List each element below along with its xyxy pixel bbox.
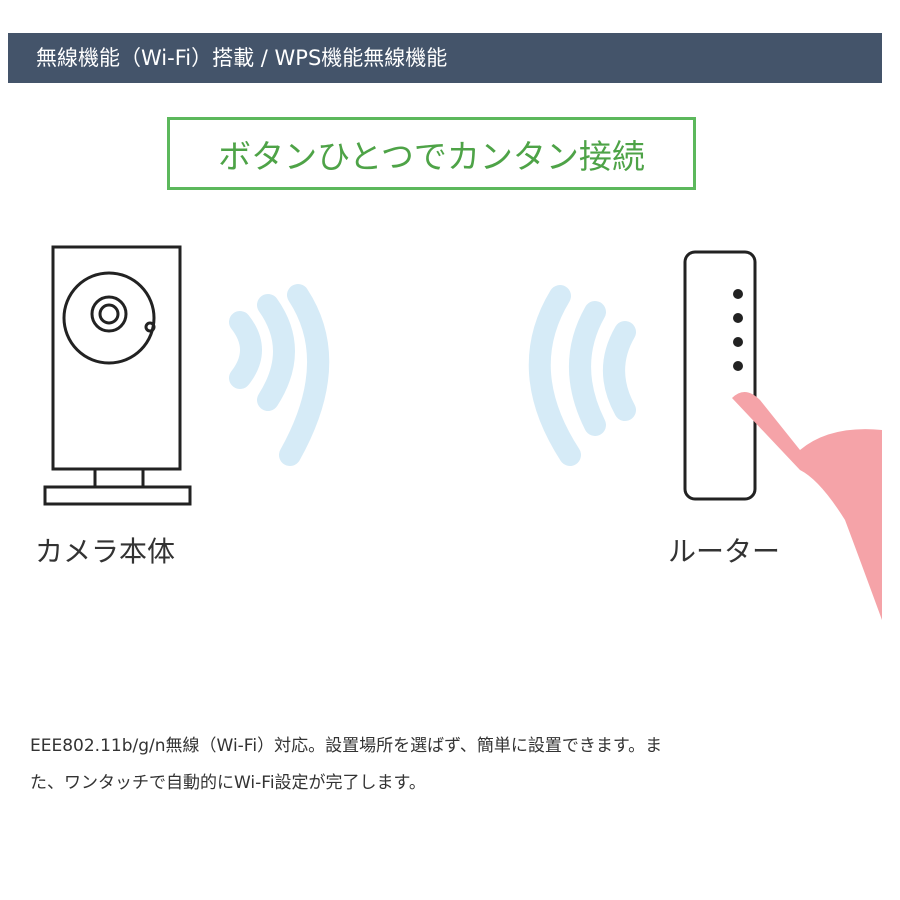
description-line-2: た、ワンタッチで自動的にWi-Fi設定が完了します。 [30,773,426,793]
section-header: 無線機能（Wi-Fi）搭載 / WPS機能無線機能 [8,33,882,83]
camera-label: カメラ本体 [35,535,176,568]
tagline-box: ボタンひとつでカンタン接続 [167,117,696,190]
hand-icon [732,391,882,620]
router-icon [683,250,757,501]
description: EEE802.11b/g/n無線（Wi-Fi）対応。設置場所を選ばず、簡単に設置… [30,728,880,802]
wifi-waves-right-icon [528,285,636,466]
wps-illustration [43,245,882,620]
router-label: ルーター [668,535,781,568]
wifi-waves-left-icon [229,284,330,466]
tagline-text: ボタンひとつでカンタン接続 [218,136,645,176]
camera-icon [43,245,192,506]
description-line-1: EEE802.11b/g/n無線（Wi-Fi）対応。設置場所を選ばず、簡単に設置… [30,736,663,756]
